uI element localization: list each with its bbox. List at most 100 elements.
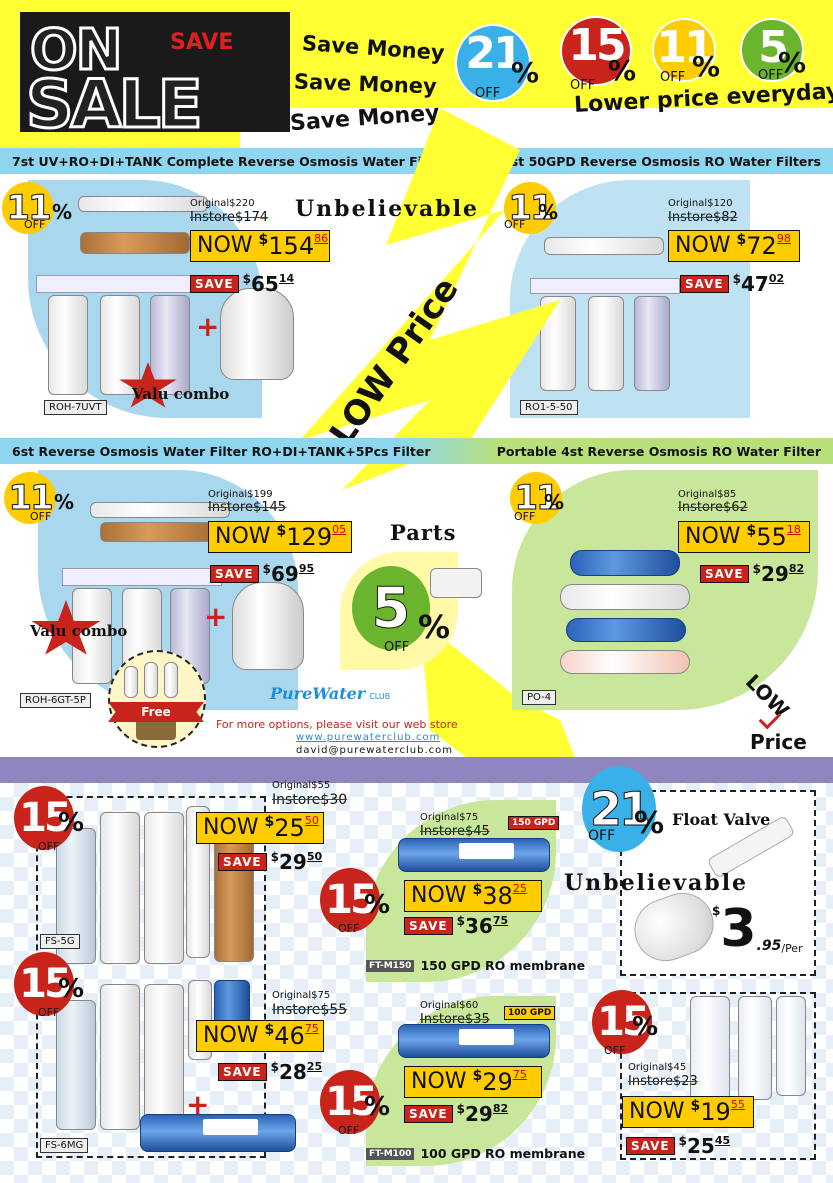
p4-off-badge: 11 — [510, 472, 562, 524]
p2-save-row: SAVE $4702 — [680, 272, 784, 296]
inline-instore-price: Instore$23 — [628, 1074, 698, 1089]
sku-fs-6mg: FS-6MG — [40, 1138, 89, 1153]
fs-6mg-plus-icon: + — [186, 1088, 210, 1121]
discount-21-badge: 21 % OFF — [455, 24, 545, 114]
p3-uv-image — [90, 498, 240, 522]
free-ribbon: Free — [108, 702, 204, 722]
fs5g-pct: % — [58, 808, 85, 838]
inline-pct: % — [632, 1012, 659, 1042]
uv-filter-image — [60, 188, 235, 214]
discount-11-badge: 11 % OFF — [652, 18, 732, 98]
section-bar-2: 6st Reverse Osmosis Water Filter RO+DI+T… — [0, 438, 833, 464]
p4-filter-3 — [566, 618, 686, 642]
p3-original-price: Original$199 — [208, 489, 273, 500]
inline-filter-1 — [690, 996, 730, 1106]
p4-off-label: OFF — [514, 510, 536, 523]
discount-5-badge: 5 % OFF — [740, 18, 820, 98]
more-options-text: For more options, please visit our web s… — [216, 718, 458, 731]
p3-water-tank — [232, 582, 304, 670]
m100-label-row: FT-M100 100 GPD RO membrane — [366, 1146, 585, 1161]
discount-15-badge: 15 % OFF — [560, 16, 650, 106]
float-price: $ 3 .95 /Per — [712, 899, 803, 959]
p1-pct: % — [52, 200, 73, 224]
fs6mg-save-row: SAVE $2825 — [218, 1060, 322, 1084]
free-filters-bubble — [108, 650, 206, 748]
m150-off-label: OFF — [338, 922, 360, 935]
m150-pct: % — [364, 890, 391, 920]
email-link[interactable]: david@purewaterclub.com — [296, 745, 454, 756]
m100-off-badge: 15 — [320, 1070, 380, 1134]
float-pct: % — [634, 806, 665, 841]
m100-gpd-tag: 100 GPD — [504, 1006, 556, 1020]
p2-filter-housing-2 — [588, 296, 624, 391]
fs-5g-image[interactable] — [56, 812, 196, 964]
p2-pct: % — [538, 200, 559, 224]
p3-pct: % — [54, 490, 75, 514]
p2-original-price: Original$120 — [668, 198, 733, 209]
parts-5-badge: 5 — [352, 566, 430, 650]
water-tank-image — [220, 288, 294, 380]
float-unbelievable: Unbelievable — [564, 870, 749, 896]
p2-instore-price: Instore$82 — [668, 210, 738, 225]
p2-filter-housing-1 — [540, 296, 576, 391]
section-title-6st-ro-di: 6st Reverse Osmosis Water Filter RO+DI+T… — [12, 443, 431, 459]
p4-filter-2 — [560, 584, 690, 610]
unbelievable-banner: Unbelievable — [295, 196, 480, 222]
section-bar-1: 7st UV+RO+DI+TANK Complete Reverse Osmos… — [0, 148, 833, 174]
p1-instore-price: Instore$174 — [190, 210, 269, 225]
sku-po-4: PO-4 — [522, 690, 557, 705]
section-title-portable-4st: Portable 4st Reverse Osmosis RO Water Fi… — [496, 443, 821, 459]
m150-gpd-tag: 150 GPD — [508, 816, 560, 830]
p4-save-row: SAVE $2982 — [700, 562, 804, 586]
website-link[interactable]: www.purewaterclub.com — [296, 732, 441, 743]
section-title-6st-50gpd: 6st 50GPD Reverse Osmosis RO Water Filte… — [502, 153, 821, 169]
m100-instore-price: Instore$35 — [420, 1012, 490, 1027]
float-off-label: OFF — [588, 828, 616, 844]
p4-instore-price: Instore$62 — [678, 500, 748, 515]
save-money-2: Save Money — [293, 69, 438, 99]
m150-original-price: Original$75 — [420, 812, 479, 823]
m100-membrane-image — [398, 1024, 550, 1058]
inline-off-badge: 15 — [592, 990, 652, 1054]
m100-save-row: SAVE $2982 — [404, 1102, 508, 1126]
parts-off-label: OFF — [384, 640, 410, 655]
valu-combo-label: Valu combo — [132, 385, 230, 403]
m150-label-row: FT-M150 150 GPD RO membrane — [366, 958, 585, 973]
sale-text: SALE — [25, 65, 205, 145]
p2-off-label: OFF — [504, 218, 526, 231]
p1-save-row: SAVE $6514 — [190, 272, 294, 296]
inline-filter-2 — [738, 996, 772, 1100]
fs6mg-original-price: Original$75 — [272, 990, 331, 1001]
sku-roh-6gt-5p: ROH-6GT-5P — [20, 693, 91, 708]
fs6mg-instore-price: Instore$55 — [272, 1002, 348, 1018]
inline-filters-box[interactable] — [620, 992, 816, 1160]
sku-roh-7uvt: ROH-7UVT — [44, 400, 107, 415]
p2-filter-housing-3 — [634, 296, 670, 391]
m150-instore-price: Instore$45 — [420, 824, 490, 839]
fs-6mg-image[interactable] — [56, 980, 266, 1148]
float-off-badge: 21 — [582, 766, 656, 852]
inline-filter-3 — [776, 996, 806, 1096]
inline-save-row: SAVE $2545 — [626, 1134, 730, 1158]
low-price-banner: LOW Price — [322, 270, 467, 453]
fs-6mg-membrane — [140, 1114, 296, 1152]
inline-off-label: OFF — [604, 1044, 626, 1057]
m100-original-price: Original$60 — [420, 1000, 479, 1011]
p4-original-price: Original$85 — [678, 489, 737, 500]
fs6mg-off-badge: 15 — [14, 952, 74, 1016]
parts-label: Parts — [390, 520, 457, 545]
p4-filter-4 — [560, 650, 690, 674]
purewater-logo[interactable]: PureWater CLUB — [270, 684, 391, 703]
fs5g-instore-price: Instore$30 — [272, 792, 348, 808]
p3-plus-icon: + — [204, 600, 228, 633]
p3-off-badge: 11 — [4, 472, 56, 524]
section-title-7st: 7st UV+RO+DI+TANK Complete Reverse Osmos… — [12, 153, 447, 169]
filter-housing-3 — [150, 295, 190, 395]
